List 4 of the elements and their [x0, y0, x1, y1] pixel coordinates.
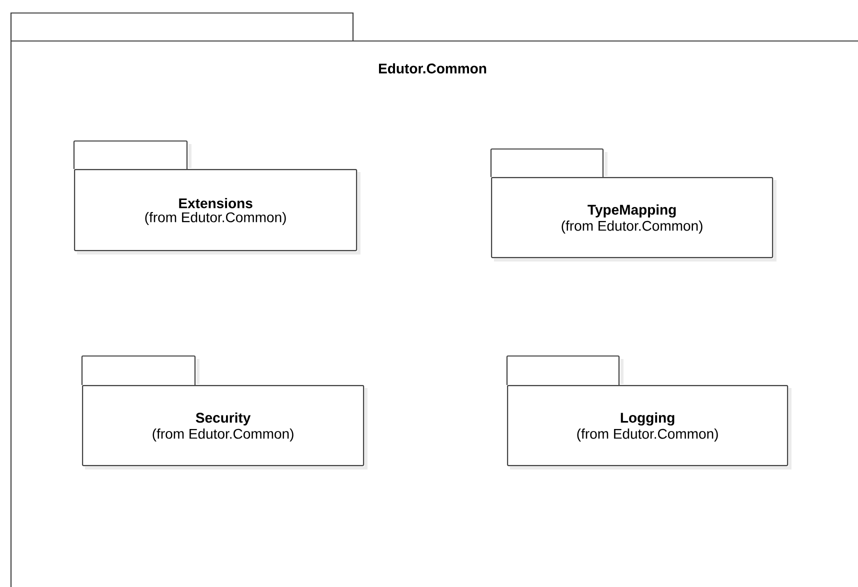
package-box: Security (from Edutor.Common) [81, 355, 368, 470]
package-box: Extensions (from Edutor.Common) [73, 140, 360, 254]
package-box: TypeMapping (from Edutor.Common) [490, 148, 776, 262]
package-box: Logging (from Edutor.Common) [506, 355, 792, 470]
